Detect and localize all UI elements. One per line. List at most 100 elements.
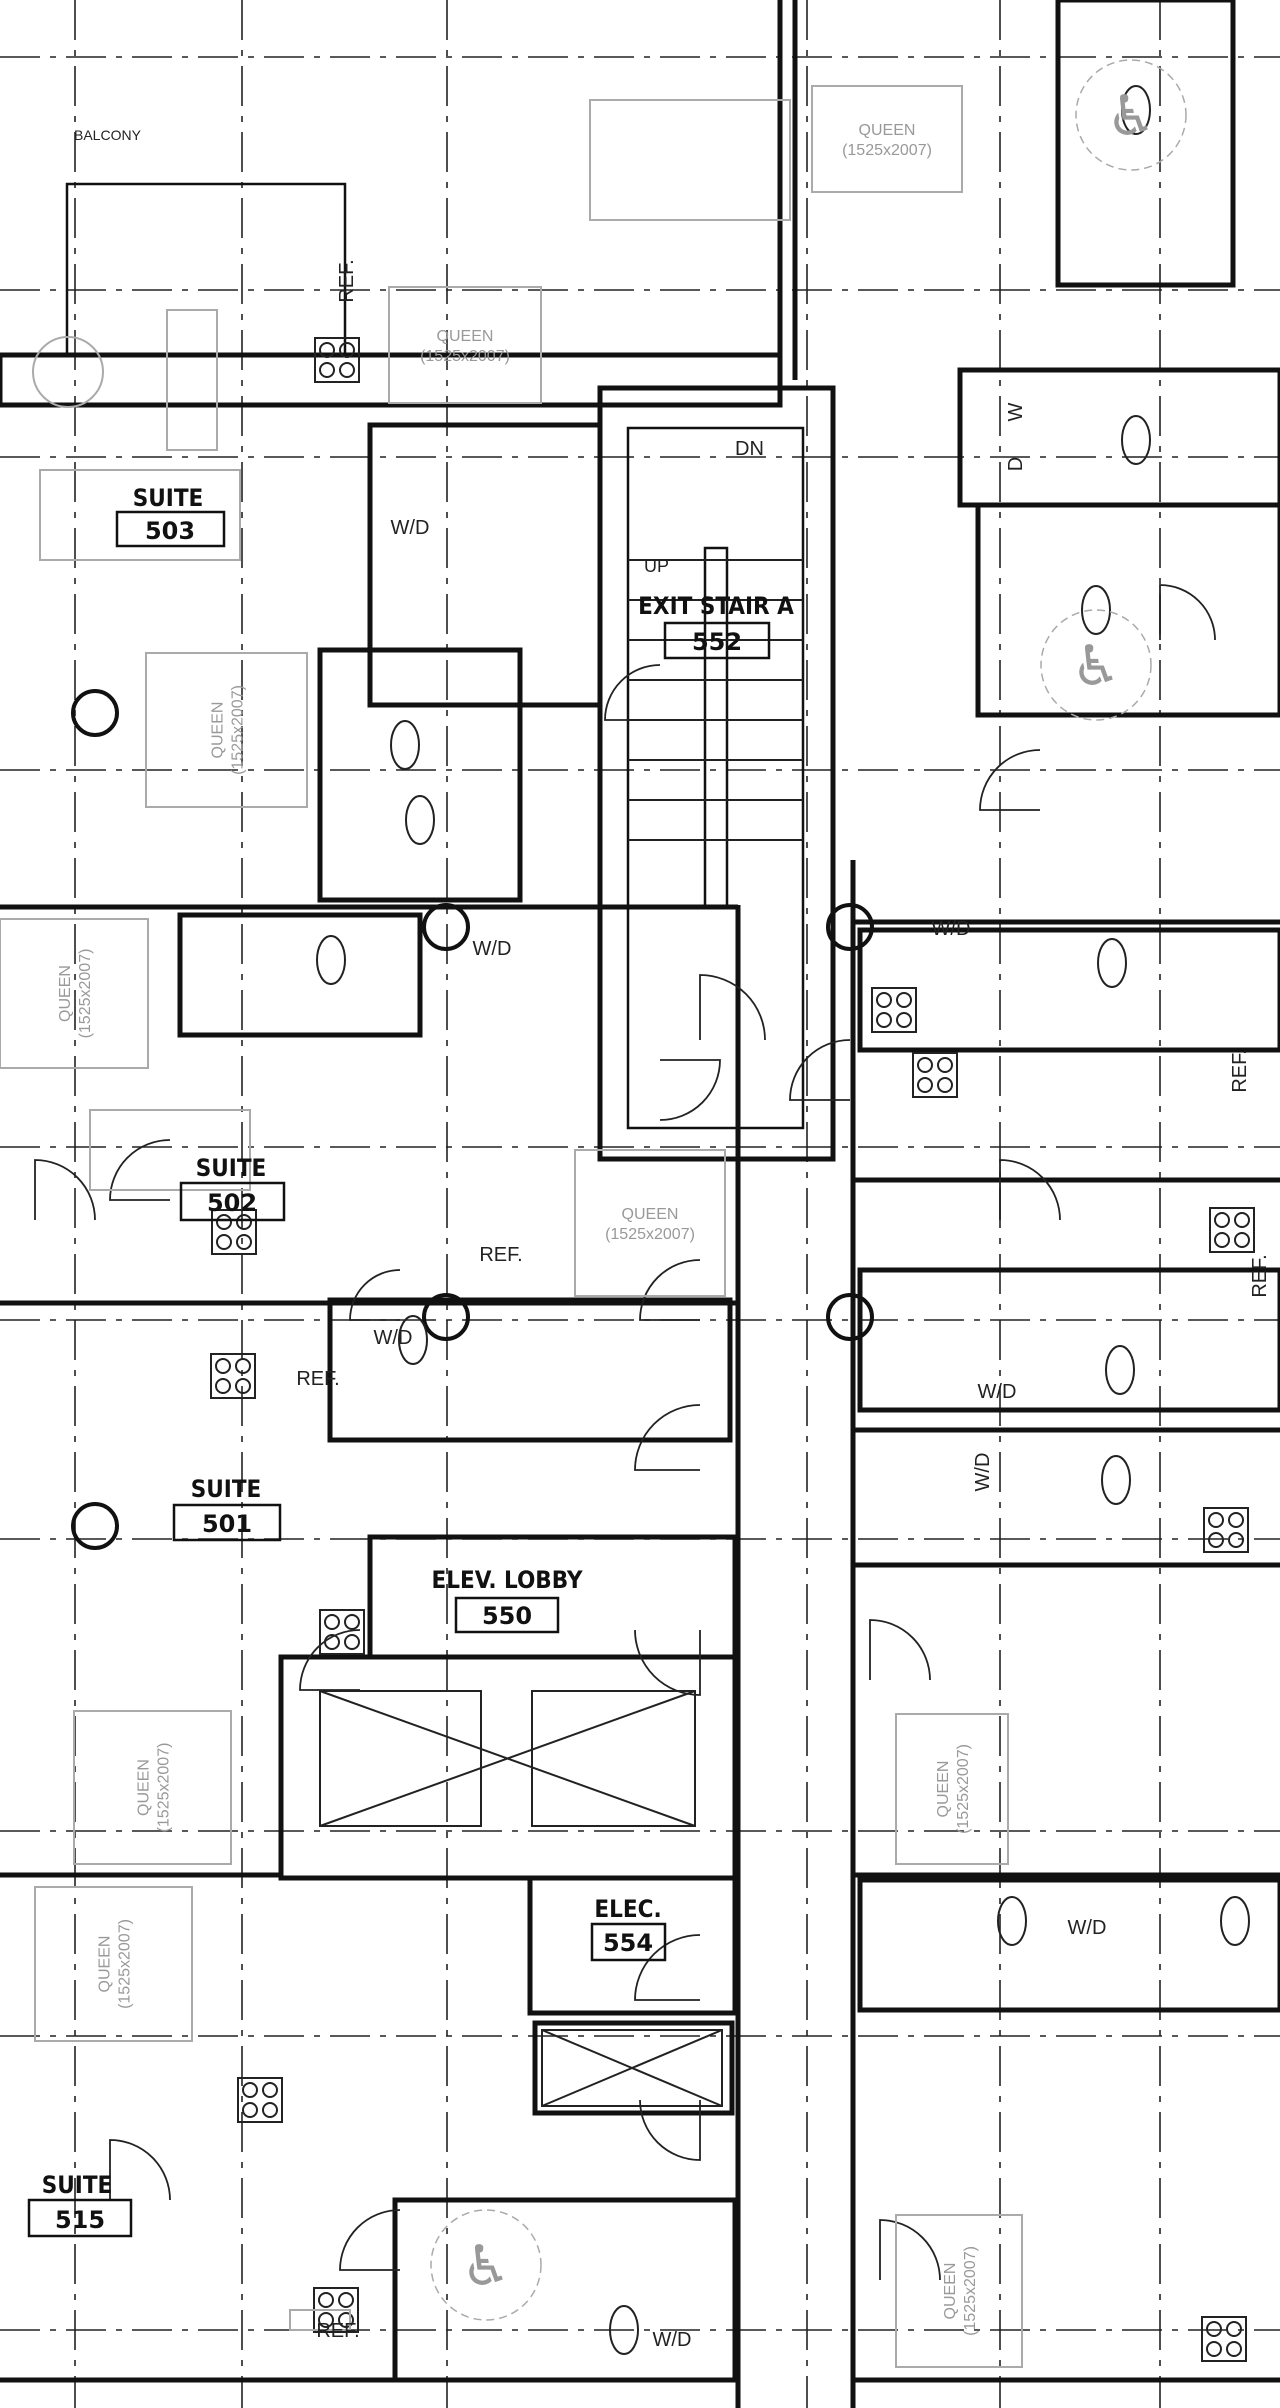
balcony-label: BALCONY xyxy=(74,127,142,143)
shaft-void xyxy=(541,2029,723,2107)
room-number: 554 xyxy=(603,1929,653,1957)
stair-up-label: UP xyxy=(644,556,669,576)
toilet-icon xyxy=(405,795,435,845)
bed-label: QUEEN xyxy=(57,965,74,1022)
bath-block-right xyxy=(857,1267,1280,1413)
washer-dryer-label: W/D xyxy=(473,938,512,960)
bath-block-right xyxy=(857,1877,1280,2013)
queen-bed: QUEEN(1525x2007) xyxy=(0,918,149,1069)
toilet-icon xyxy=(997,1896,1027,1946)
column-circle-icon xyxy=(71,689,119,737)
stair-enclosure xyxy=(597,385,836,1162)
toilet-icon xyxy=(1081,585,1111,635)
bed-label: QUEEN xyxy=(859,122,916,139)
bed-label: QUEEN xyxy=(935,1761,952,1818)
room-name: ELEC. xyxy=(594,1895,661,1923)
queen-bed: QUEEN(1525x2007) xyxy=(73,1710,232,1865)
refrigerator-label: REF. xyxy=(1249,1254,1271,1297)
stair-down-label: DN xyxy=(735,438,764,460)
washer-dryer-label: W/D xyxy=(972,1453,994,1492)
door-swing xyxy=(699,974,766,1041)
door-swing xyxy=(659,1059,721,1121)
room-number: 502 xyxy=(207,1189,257,1217)
column-circle-icon xyxy=(422,903,470,951)
toilet-icon xyxy=(1097,938,1127,988)
room-number: 515 xyxy=(55,2206,105,2234)
dryer-label: D xyxy=(1005,457,1027,471)
room-tag-515: SUITE 515 xyxy=(27,2171,133,2238)
furniture xyxy=(589,99,791,221)
column-circle-icon xyxy=(71,1502,119,1550)
suite-bath-block xyxy=(957,367,1280,508)
wheelchair-icon: ♿ xyxy=(1040,609,1152,721)
column-circle-icon xyxy=(422,1293,470,1341)
stair-inner xyxy=(626,426,805,1130)
wheelchair-icon: ♿ xyxy=(430,2209,542,2321)
bed-size-label: (1525x2007) xyxy=(605,1226,695,1243)
range-stove-icon xyxy=(319,1609,365,1655)
refrigerator-label: REF. xyxy=(479,1244,522,1266)
svg-text:♿: ♿ xyxy=(1071,634,1121,699)
accessible-symbols: ♿ ♿ ♿ xyxy=(430,59,1187,2321)
range-stove-icon xyxy=(1209,1207,1255,1253)
bed-size-label: (1525x2007) xyxy=(962,2246,979,2336)
room-tag-501: SUITE 501 xyxy=(172,1475,282,1542)
bath-block-501 xyxy=(327,1297,733,1443)
bed-size-label: (1525x2007) xyxy=(77,949,94,1039)
bed-label: QUEEN xyxy=(437,328,494,345)
furniture xyxy=(39,469,241,561)
range-stove-icon xyxy=(210,1353,256,1399)
door-swing xyxy=(634,1934,701,2001)
appliance-labels: W/DW/DW/DW/DW/DW/DW/DW/DREF.REF.REF.REF.… xyxy=(296,259,1271,2351)
toilet-icon xyxy=(1121,85,1151,135)
range-stove-icon xyxy=(871,987,917,1033)
kitchen-block-503 xyxy=(367,422,603,708)
svg-text:♿: ♿ xyxy=(461,2234,511,2299)
elevator-lobby xyxy=(367,1534,738,1660)
room-name: SUITE xyxy=(191,1475,262,1503)
range-stove-icon xyxy=(314,337,360,383)
doors xyxy=(34,584,1216,2281)
electrical-room xyxy=(527,1875,738,2016)
refrigerator-label: REF. xyxy=(296,1368,339,1390)
stair-treads xyxy=(628,559,803,841)
door-swing xyxy=(634,1629,701,1696)
room-tag-503: SUITE 503 xyxy=(115,484,226,548)
door-swing xyxy=(639,1259,701,1321)
door-swing xyxy=(349,1269,401,1321)
toilet-icon xyxy=(609,2305,639,2355)
bath-block-515 xyxy=(392,2197,738,2383)
room-name: SUITE xyxy=(42,2171,113,2199)
range-stove-icon xyxy=(1203,1507,1249,1553)
svg-text:♿: ♿ xyxy=(1106,84,1156,149)
washer-dryer-label: W/D xyxy=(1068,1917,1107,1939)
dining-table xyxy=(32,336,104,408)
toilet-icon xyxy=(1220,1896,1250,1946)
room-name: ELEV. LOBBY xyxy=(431,1566,582,1594)
queen-bed: QUEEN(1525x2007) xyxy=(895,1713,1009,1865)
elevator-car xyxy=(531,1690,696,1827)
beds: QUEEN(1525x2007)QUEEN(1525x2007)QUEEN(15… xyxy=(0,85,1023,2368)
range-stove-icon xyxy=(211,1209,257,1255)
door-swing xyxy=(339,2209,401,2271)
bed-size-label: (1525x2007) xyxy=(156,1743,173,1833)
door-swing xyxy=(999,1159,1061,1221)
washer-dryer-label: W/D xyxy=(978,1381,1017,1403)
fixtures xyxy=(32,85,1255,2362)
toilet-icon xyxy=(1101,1455,1131,1505)
bed-size-label: (1525x2007) xyxy=(842,142,932,159)
washer-dryer-label: W/D xyxy=(653,2329,692,2351)
columns xyxy=(71,689,874,1550)
queen-bed: QUEEN(1525x2007) xyxy=(895,2214,1023,2368)
door-swing xyxy=(634,1404,701,1471)
toilet-icon xyxy=(398,1315,428,1365)
refrigerator-label: REF. xyxy=(336,259,358,302)
elevator-cars xyxy=(319,1690,723,2107)
range-stove-icon xyxy=(912,1052,958,1098)
bed-size-label: (1525x2007) xyxy=(230,685,247,775)
furniture xyxy=(166,309,218,451)
